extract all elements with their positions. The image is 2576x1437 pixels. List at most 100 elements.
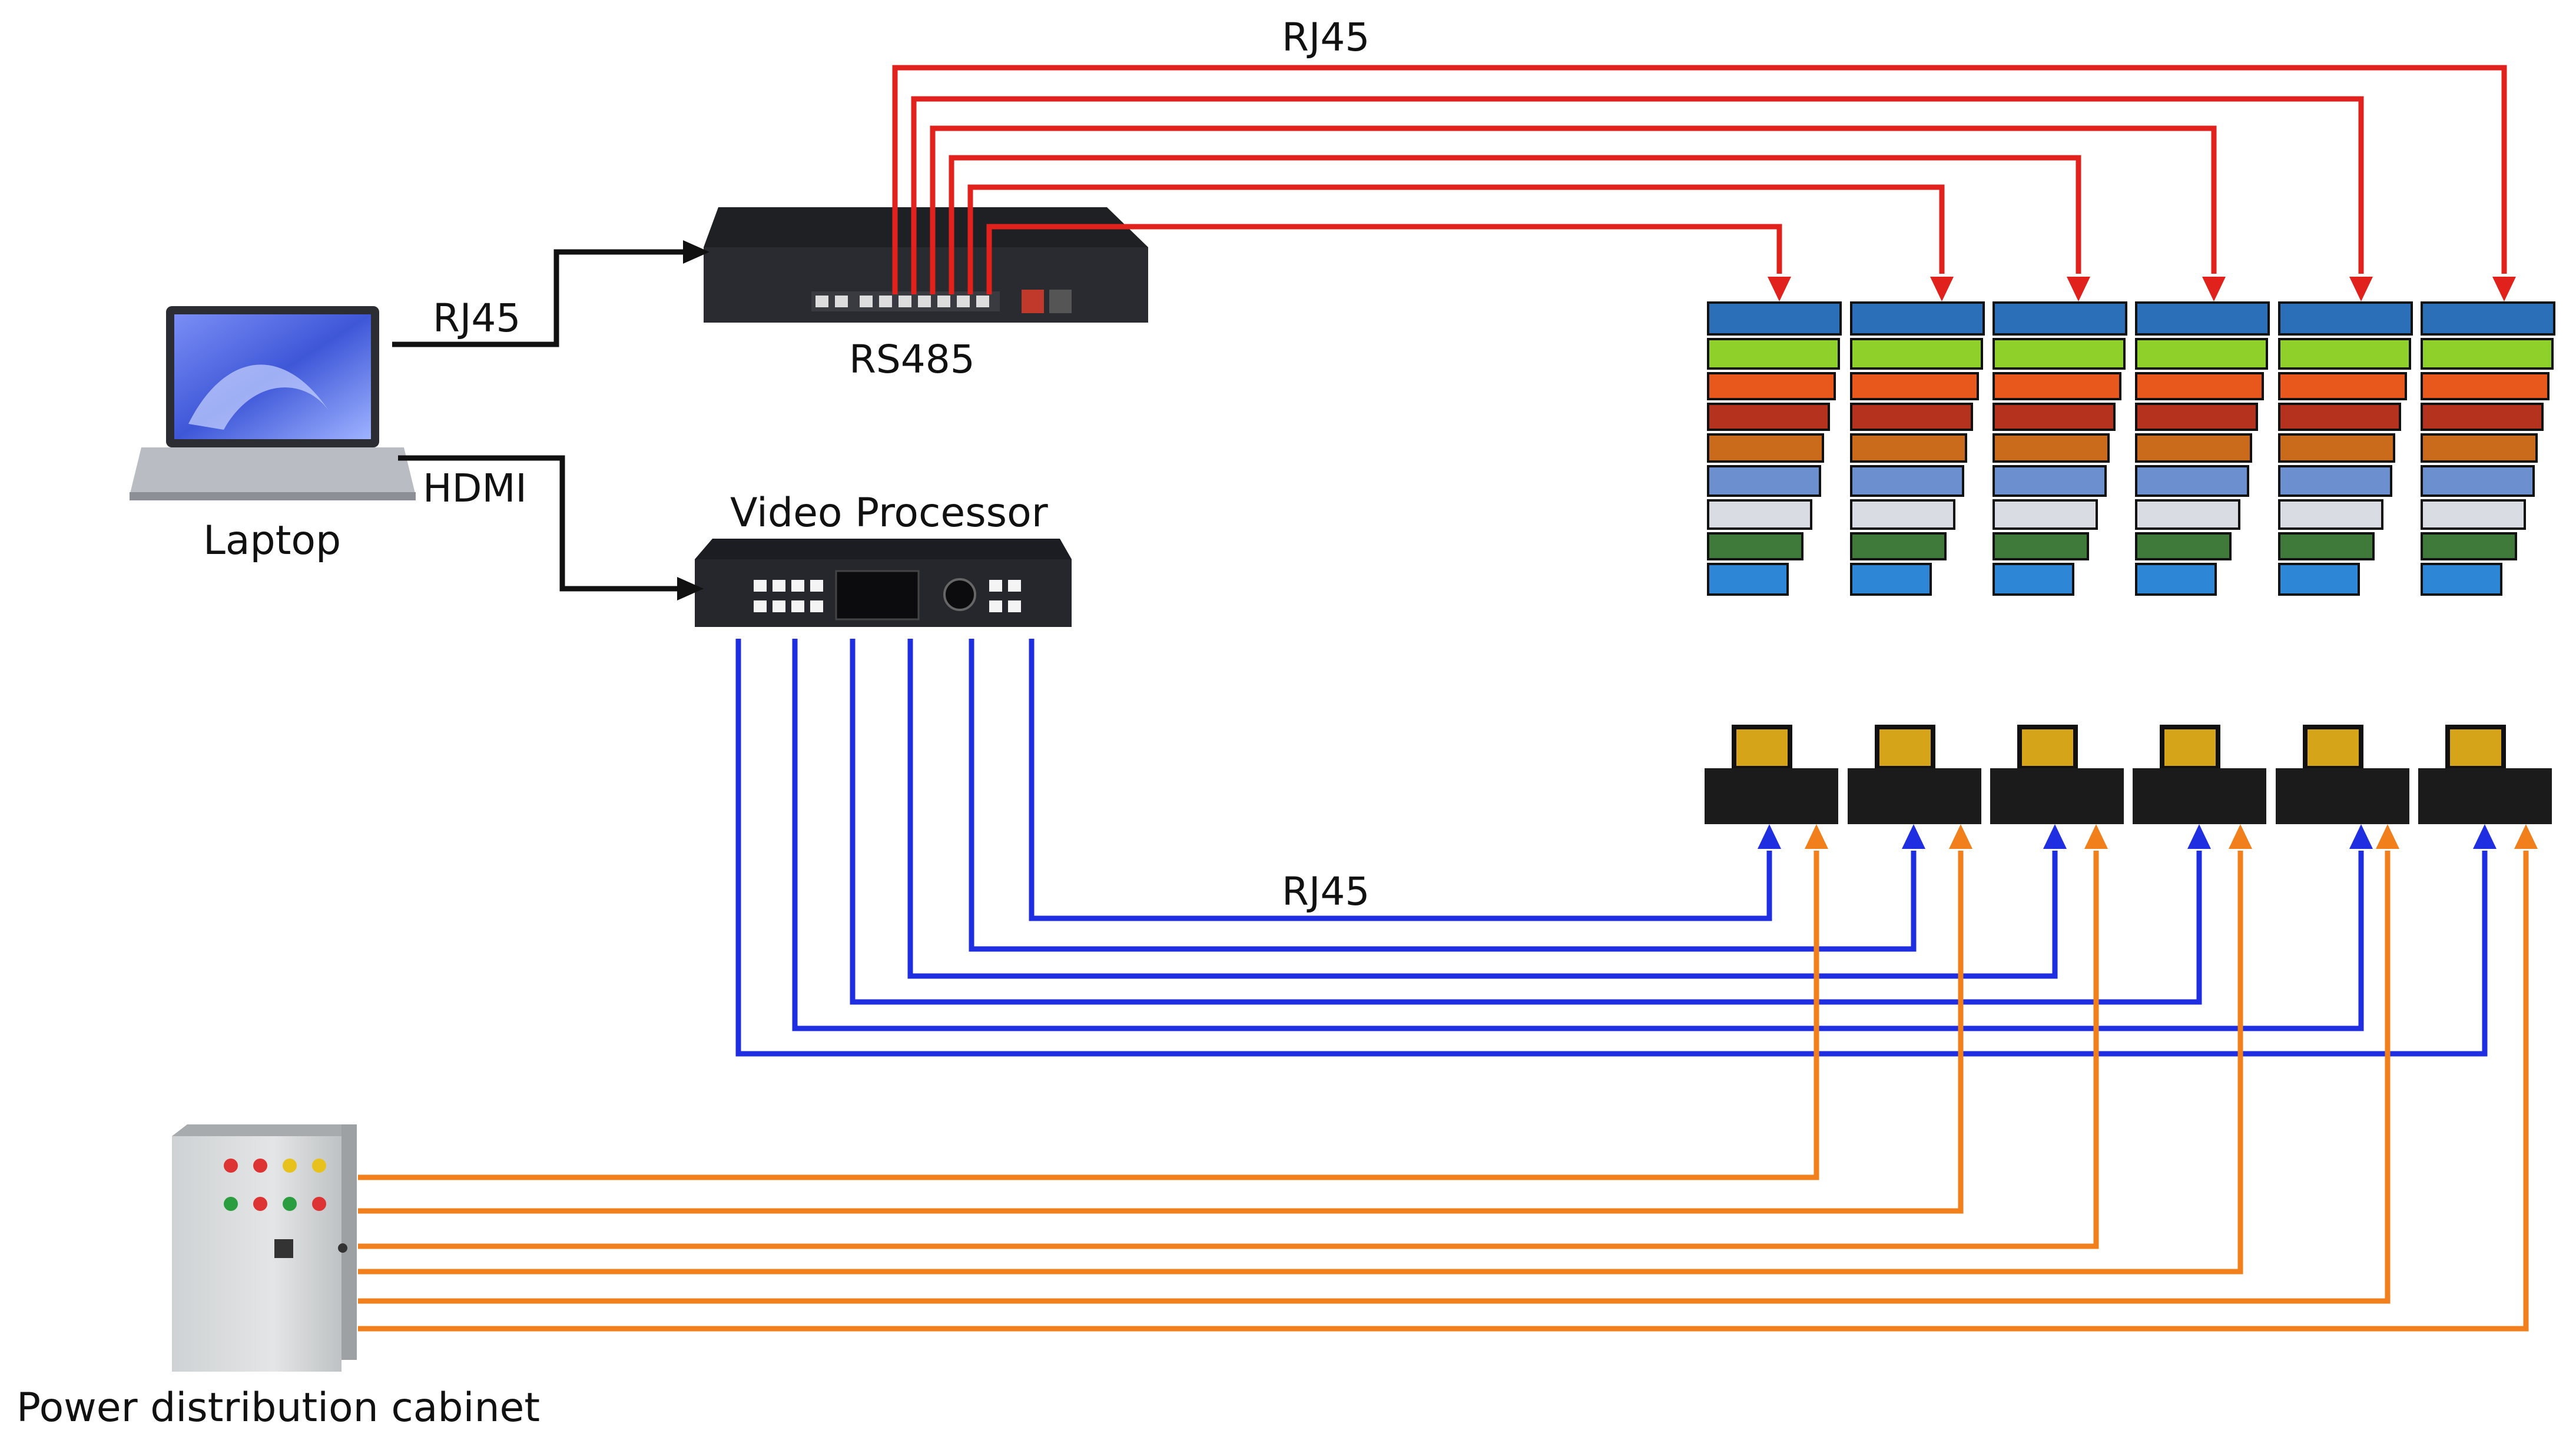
display-panel-screen <box>2280 467 2390 495</box>
laptop-rs485-arrowhead <box>683 240 710 264</box>
display-top-accent <box>2017 725 2078 771</box>
display-base <box>1990 768 2124 824</box>
rs485-control-wire-3 <box>949 155 2081 294</box>
rs485-control-arrowhead-3 <box>2067 277 2090 301</box>
rs485-control-wire-2 <box>967 184 1945 294</box>
display-panel-screen <box>2137 374 2262 398</box>
video-rj45-wire-2 <box>969 639 1917 952</box>
display-panel-screen <box>1709 340 1838 367</box>
display-unit-3 <box>1990 301 2127 824</box>
power-arrowhead-6 <box>2514 824 2538 849</box>
display-units <box>1705 301 2555 824</box>
display-panel-screen <box>1852 467 1962 495</box>
rs485-control-arrowhead-5 <box>2349 277 2373 301</box>
power-arrowhead-4 <box>2229 824 2252 849</box>
display-panel-screen <box>1995 304 2125 333</box>
display-panel-screen <box>2423 565 2500 593</box>
display-panel-screen <box>2137 304 2267 333</box>
display-panel-screen <box>2137 340 2266 367</box>
power-wire-5 <box>358 851 2391 1304</box>
power-arrowhead-1 <box>1805 824 1828 849</box>
display-panel-screen <box>1995 436 2107 460</box>
display-unit-1 <box>1705 301 1842 824</box>
display-panel-screen <box>2280 565 2358 593</box>
display-panel-screen <box>1995 374 2119 398</box>
display-top-accent <box>1875 725 1935 771</box>
laptop-hdmi-arrowhead <box>677 577 704 600</box>
video-rj45-arrowhead-4 <box>2187 824 2211 849</box>
display-top-accent <box>1732 725 1792 771</box>
power-arrowhead-2 <box>1949 824 1972 849</box>
display-panel-screen <box>1995 502 2096 527</box>
display-panel-screen <box>2137 535 2229 558</box>
video-rj45-wire-1 <box>1029 639 1772 921</box>
video-rj45-arrowhead-1 <box>1758 824 1781 849</box>
display-base <box>2133 768 2266 824</box>
display-base <box>2276 768 2409 824</box>
power-wire-3 <box>358 851 2099 1249</box>
rs485-controller-icon <box>704 207 1148 323</box>
display-base <box>1705 768 1838 824</box>
display-panel-screen <box>1709 467 1819 495</box>
display-panel-screen <box>1709 304 1839 333</box>
video-rj45-wire-5 <box>792 639 2364 1031</box>
rs485-control-arrowhead-4 <box>2202 277 2226 301</box>
display-panel-screen <box>1852 374 1977 398</box>
display-unit-5 <box>2276 301 2413 824</box>
display-top-accent <box>2303 725 2363 771</box>
rs485-control-arrowhead-6 <box>2492 277 2516 301</box>
display-unit-6 <box>2418 301 2555 824</box>
display-panel-screen <box>1995 467 2104 495</box>
rs485-control-arrowhead-2 <box>1930 277 1954 301</box>
display-panel-screen <box>2423 467 2532 495</box>
display-unit-2 <box>1848 301 1985 824</box>
display-panel-screen <box>1995 405 2113 429</box>
display-panel-screen <box>2280 535 2372 558</box>
display-panel-screen <box>2280 405 2399 429</box>
display-panel-screen <box>1995 565 2072 593</box>
display-base <box>2418 768 2552 824</box>
display-panel-screen <box>2137 565 2214 593</box>
display-panel-screen <box>1709 565 1786 593</box>
display-panel-screen <box>1995 535 2087 558</box>
display-top-accent <box>2160 725 2220 771</box>
display-panel-screen <box>1995 340 2123 367</box>
video-rj45-wire-6 <box>735 639 2488 1057</box>
display-panel-screen <box>2137 436 2250 460</box>
display-panel-screen <box>1852 304 1982 333</box>
display-panel-screen <box>2423 374 2547 398</box>
power-arrowhead-5 <box>2376 824 2399 849</box>
video-rj45-arrowhead-2 <box>1902 824 1925 849</box>
video-rj45-arrowhead-5 <box>2349 824 2373 849</box>
display-panel-screen <box>1852 340 1981 367</box>
display-panel-screen <box>1709 374 1834 398</box>
display-panel-screen <box>1709 405 1828 429</box>
display-unit-4 <box>2133 301 2270 824</box>
display-panel-screen <box>2280 304 2411 333</box>
laptop-rs485-wire <box>392 249 686 347</box>
display-panel-screen <box>2137 405 2256 429</box>
display-panel-screen <box>2423 304 2553 333</box>
display-panel-screen <box>1709 502 1810 527</box>
display-panel-screen <box>2423 436 2535 460</box>
display-base <box>1848 768 1981 824</box>
power-wire-6 <box>358 851 2529 1332</box>
display-panel-screen <box>1709 436 1822 460</box>
display-panel-screen <box>1852 535 1944 558</box>
video-processor-icon <box>695 539 1072 627</box>
video-rj45-arrowhead-3 <box>2043 824 2067 849</box>
power-wire-2 <box>358 851 1964 1214</box>
power-arrowhead-3 <box>2084 824 2108 849</box>
display-panel-screen <box>2280 374 2405 398</box>
video-rj45-arrowhead-6 <box>2473 824 2497 849</box>
power-wire-4 <box>358 851 2243 1275</box>
display-top-accent <box>2445 725 2506 771</box>
laptop-hdmi-wire <box>398 455 677 592</box>
display-panel-screen <box>2423 502 2524 527</box>
power-cabinet-icon <box>172 1124 357 1372</box>
video-rj45-wire-4 <box>850 639 2202 1005</box>
display-panel-screen <box>2137 502 2238 527</box>
laptop-icon <box>130 306 416 500</box>
video-rj45-wire-3 <box>907 639 2058 979</box>
display-panel-screen <box>2423 405 2541 429</box>
